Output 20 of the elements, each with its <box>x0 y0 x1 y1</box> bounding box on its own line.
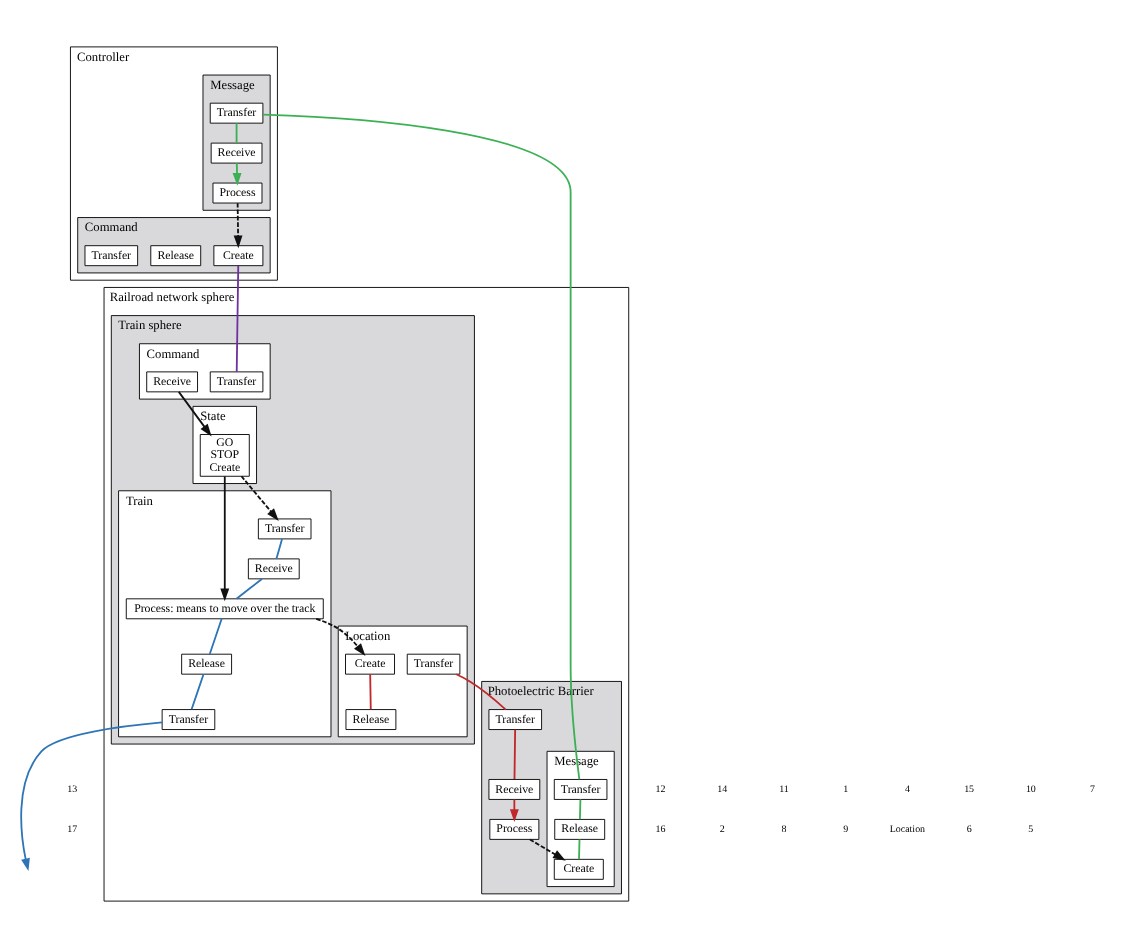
connector <box>235 121 238 143</box>
connector <box>262 112 581 780</box>
arrow <box>315 616 366 656</box>
connector <box>235 264 240 372</box>
connector <box>235 577 263 599</box>
arrow <box>177 389 212 436</box>
connector <box>275 537 283 559</box>
arrow <box>509 797 519 822</box>
arrow <box>232 161 242 185</box>
connector <box>578 837 581 860</box>
connector <box>513 727 517 779</box>
connector <box>190 672 205 710</box>
arrow <box>240 474 279 520</box>
arrow <box>220 474 230 601</box>
connector <box>208 616 223 654</box>
arrow <box>529 837 566 860</box>
connector <box>369 672 372 710</box>
connector <box>579 797 582 820</box>
arrow <box>233 201 243 248</box>
arrow <box>20 720 163 871</box>
